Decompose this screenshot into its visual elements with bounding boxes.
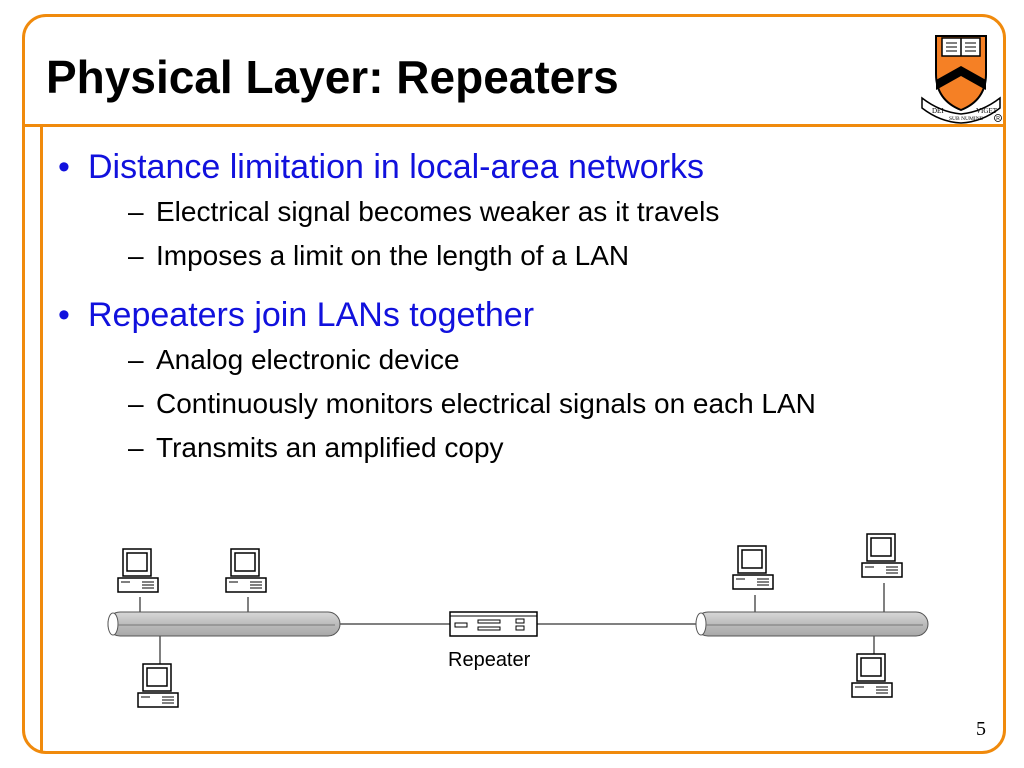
motto-right: VIGET [976,107,998,115]
bullet-distance-limitation: •Distance limitation in local-area netwo… [58,144,816,278]
lan-cable-icon [695,611,929,637]
bullet-repeaters-join: •Repeaters join LANs together –Analog el… [58,292,816,470]
sub-bullet-text: Electrical signal becomes weaker as it t… [156,196,720,227]
university-shield-icon: DEI SUB NUMINE VIGET R [921,35,1002,124]
sub-bullet-list: –Analog electronic device –Continuously … [88,338,816,470]
sub-bullet-list: –Electrical signal becomes weaker as it … [88,190,816,278]
computer-icon [225,548,267,593]
sub-bullet: –Transmits an amplified copy [128,432,504,463]
motto-left: DEI [932,107,944,115]
motto-center: SUB NUMINE [949,116,984,122]
lan-cable-icon [107,611,341,637]
slide-title: Physical Layer: Repeaters [46,51,619,103]
page-number: 5 [976,718,986,740]
sub-bullet-text: Continuously monitors electrical signals… [156,388,816,419]
bullet-text: Distance limitation in local-area networ… [88,148,705,186]
title-divider [22,124,1006,127]
computer-icon [851,653,893,698]
bullet-text: Repeaters join LANs together [88,296,535,334]
bullet-list: •Distance limitation in local-area netwo… [58,144,816,484]
slide-frame [22,14,1006,754]
computer-icon [861,533,903,578]
computer-icon [732,545,774,590]
sub-bullet: –Electrical signal becomes weaker as it … [128,196,720,227]
repeater-device-icon [449,611,538,637]
sub-bullet-text: Analog electronic device [156,344,460,375]
sub-bullet: –Analog electronic device [128,344,460,375]
sub-bullet-text: Transmits an amplified copy [156,432,504,463]
computer-icon [117,548,159,593]
repeater-label: Repeater [448,649,531,671]
svg-text:R: R [996,116,1000,122]
sub-bullet: –Imposes a limit on the length of a LAN [128,240,630,271]
sub-bullet: –Continuously monitors electrical signal… [128,388,816,419]
sub-bullet-text: Imposes a limit on the length of a LAN [156,240,630,271]
computer-icon [137,663,179,708]
left-margin-rule [40,127,43,753]
